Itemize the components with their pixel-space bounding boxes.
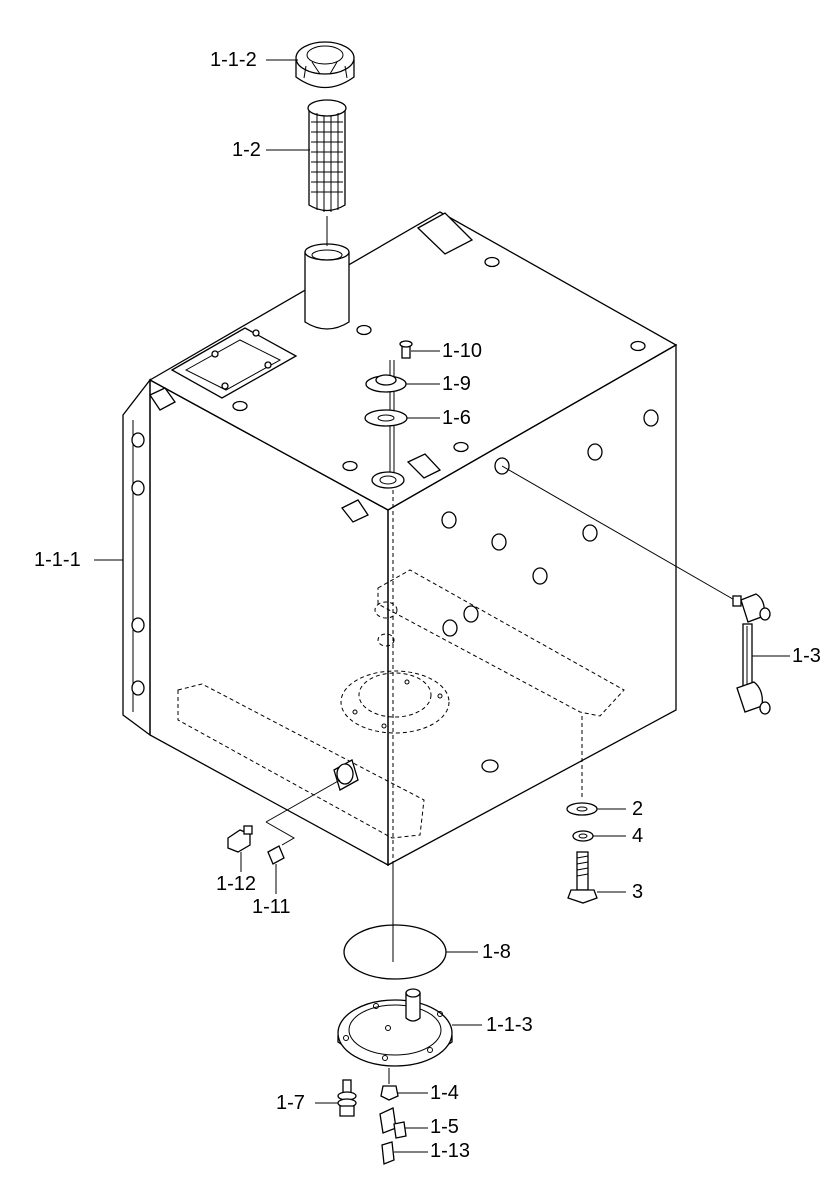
callout-1-1-1: 1-1-1 bbox=[34, 549, 81, 571]
callout-3: 3 bbox=[632, 881, 644, 903]
callout-1-1-3: 1-1-3 bbox=[486, 1014, 533, 1036]
tank-side-flange bbox=[122, 378, 151, 737]
callout-1-4: 1-4 bbox=[430, 1082, 459, 1104]
plug-1-11 bbox=[267, 845, 285, 865]
callout-1-2: 1-2 bbox=[232, 139, 261, 161]
filler-neck bbox=[304, 243, 350, 330]
callout-2: 2 bbox=[632, 798, 644, 820]
callout-1-9: 1-9 bbox=[442, 373, 471, 395]
callout-1-5: 1-5 bbox=[430, 1116, 459, 1138]
top-bracket-mid bbox=[406, 453, 442, 479]
top-bracket-front bbox=[340, 499, 369, 523]
side-bosses bbox=[441, 409, 659, 773]
hydraulic-tank bbox=[122, 211, 678, 867]
leader-lines bbox=[94, 59, 790, 1153]
gasket-1-6 bbox=[364, 409, 408, 427]
valve-1-5 bbox=[379, 1107, 397, 1134]
mounting-hardware bbox=[566, 716, 598, 904]
top-cover-plate bbox=[170, 327, 298, 399]
bolt-1-7 bbox=[337, 1079, 357, 1117]
bolt-3 bbox=[567, 851, 598, 904]
callout-1-10: 1-10 bbox=[442, 340, 483, 362]
tank-left-face bbox=[149, 378, 389, 867]
bottom-opening-flange bbox=[340, 601, 450, 734]
internal-skids bbox=[177, 569, 625, 839]
callout-4: 4 bbox=[632, 825, 644, 847]
bottom-cover bbox=[337, 988, 453, 1067]
callout-1-6: 1-6 bbox=[442, 407, 471, 429]
top-bracket-left bbox=[149, 387, 176, 411]
washer-4 bbox=[572, 830, 594, 842]
callout-1-3: 1-3 bbox=[792, 645, 821, 667]
drain-port-boss bbox=[333, 759, 359, 791]
flange-bolts bbox=[131, 432, 145, 696]
callout-1-7: 1-7 bbox=[276, 1092, 305, 1114]
drain-valve-stack bbox=[379, 1068, 407, 1165]
filler-cap bbox=[295, 41, 355, 89]
fitting-1-12 bbox=[227, 829, 251, 853]
callout-1-1-2: 1-1-2 bbox=[210, 49, 257, 71]
callout-1-8: 1-8 bbox=[482, 941, 511, 963]
washer-2 bbox=[566, 802, 598, 816]
cover-pipe bbox=[405, 992, 421, 1022]
level-gauge-sight bbox=[501, 465, 771, 715]
pin-1-13 bbox=[381, 1141, 395, 1165]
tank-right-face bbox=[387, 343, 677, 867]
top-bolts bbox=[232, 256, 646, 472]
gasket-1-8 bbox=[343, 924, 447, 980]
fitting-1-4 bbox=[380, 1085, 399, 1101]
callout-1-12: 1-12 bbox=[216, 873, 257, 895]
strainer bbox=[307, 99, 347, 246]
drain-fittings bbox=[227, 779, 341, 865]
callout-1-11: 1-11 bbox=[252, 896, 291, 918]
level-gauge-stack bbox=[364, 340, 413, 962]
callout-1-13: 1-13 bbox=[430, 1140, 471, 1162]
top-lifting-plate bbox=[416, 212, 474, 255]
